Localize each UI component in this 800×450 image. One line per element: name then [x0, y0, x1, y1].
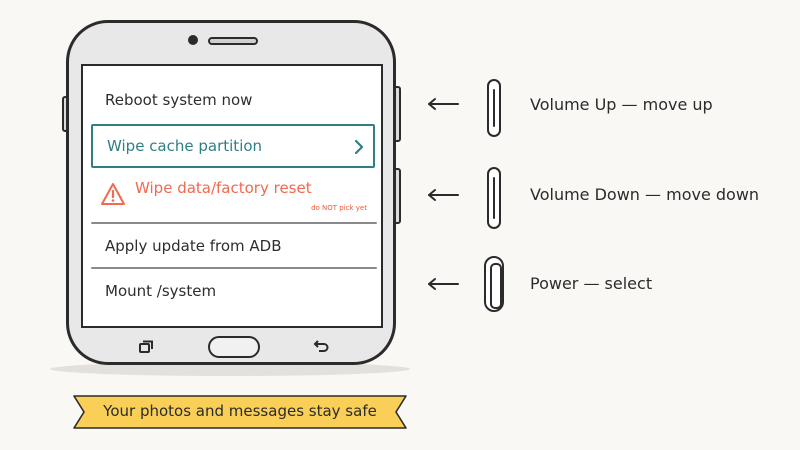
menu-item-mount-system[interactable]: Mount /system [91, 269, 375, 313]
home-button[interactable] [208, 336, 260, 358]
volume-down-button-icon [487, 167, 501, 229]
menu-divider [91, 267, 377, 269]
front-camera-icon [188, 35, 198, 45]
menu-divider [91, 222, 377, 224]
earpiece-speaker [208, 37, 258, 45]
menu-item-label: Wipe cache partition [107, 137, 263, 155]
control-label-power: Power — select [530, 274, 653, 293]
recent-apps-icon[interactable] [138, 340, 154, 354]
menu-item-label: Wipe data/factory reset [135, 179, 312, 197]
arrow-left-icon [428, 189, 459, 201]
menu-item-label: Apply update from ADB [105, 237, 282, 255]
menu-item-label: Reboot system now [105, 91, 253, 109]
volume-up-button-icon [487, 79, 501, 137]
recovery-menu-screen: Reboot system now Wipe cache partition W… [81, 64, 383, 328]
menu-item-reboot[interactable]: Reboot system now [91, 78, 375, 122]
warning-triangle-icon [101, 183, 125, 205]
menu-item-wipe-cache[interactable]: Wipe cache partition [91, 124, 375, 168]
chevron-right-icon [354, 139, 364, 155]
banner-text: Your photos and messages stay safe [103, 402, 377, 420]
control-label-volume-down: Volume Down — move down [530, 185, 760, 204]
back-icon[interactable] [312, 339, 330, 355]
control-label-volume-up: Volume Up — move up [530, 95, 713, 114]
warning-note: do NOT pick yet [311, 204, 367, 212]
arrow-left-icon [428, 278, 459, 290]
power-button-icon [484, 256, 504, 312]
menu-item-apply-update[interactable]: Apply update from ADB [91, 224, 375, 268]
arrow-left-icon [428, 98, 459, 110]
menu-item-factory-reset[interactable]: Wipe data/factory reset do NOT pick yet [91, 172, 375, 216]
menu-item-label: Mount /system [105, 282, 217, 300]
phone-shadow [50, 362, 410, 376]
reassurance-banner [73, 395, 407, 429]
